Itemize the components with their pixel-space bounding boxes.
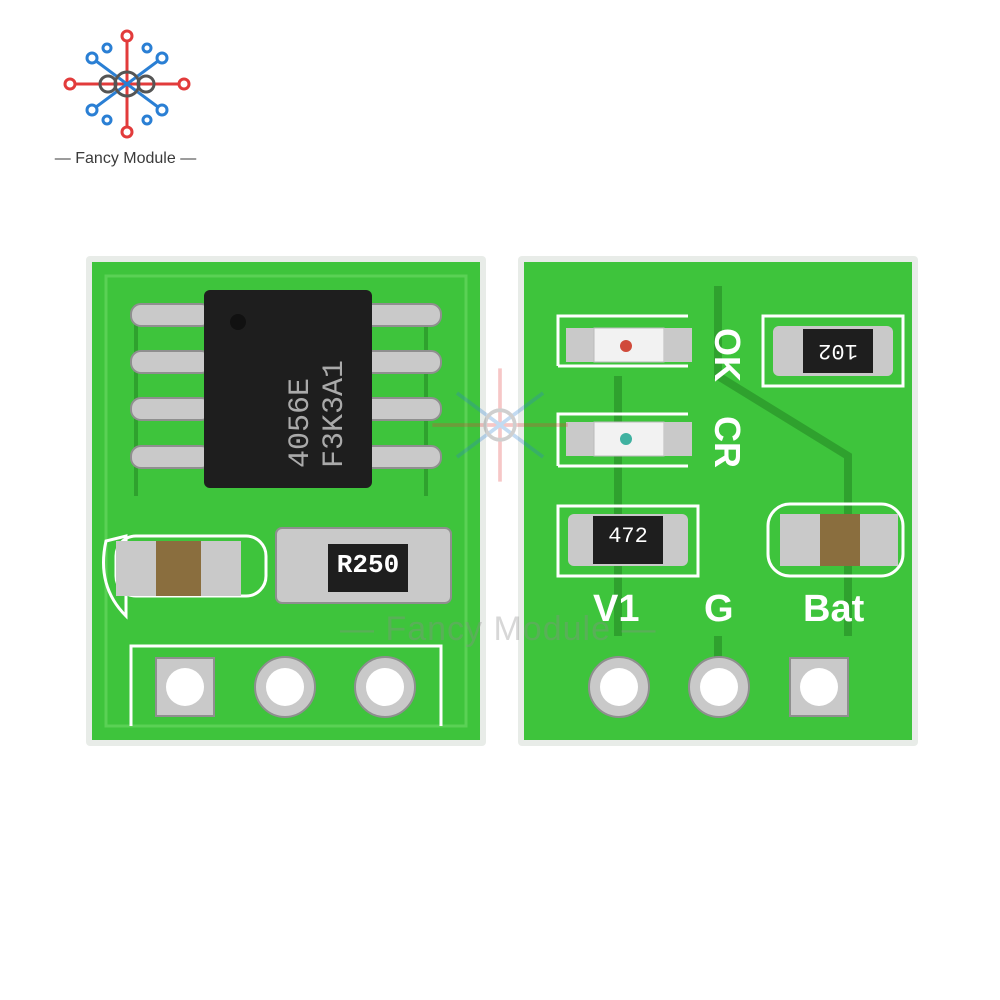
pin-label-g: G xyxy=(704,588,734,630)
front-pcb-board: 4056E F3K3A1 R250 xyxy=(86,256,486,746)
resistor-top-code-label: 102 xyxy=(818,338,858,363)
resistor-code-label: R250 xyxy=(336,550,400,580)
pin-label-v1: V1 xyxy=(593,588,640,630)
watermark-logo xyxy=(432,368,568,482)
led-label-cr: CR xyxy=(707,416,748,468)
fancy-module-logo xyxy=(63,29,191,139)
ic-marking-line1: 4056E xyxy=(284,377,318,468)
pin-label-bat: Bat xyxy=(803,588,865,630)
led-label-ok: OK xyxy=(707,328,748,382)
ic-marking-line2: F3K3A1 xyxy=(318,359,352,468)
back-pcb-board: OK CR 102 472 V1 G Bat xyxy=(518,256,918,746)
brand-name: — Fancy Module — xyxy=(54,150,197,167)
resistor-bottom-code-label: 472 xyxy=(608,524,648,549)
watermark-text: — Fancy Module — xyxy=(340,610,657,648)
